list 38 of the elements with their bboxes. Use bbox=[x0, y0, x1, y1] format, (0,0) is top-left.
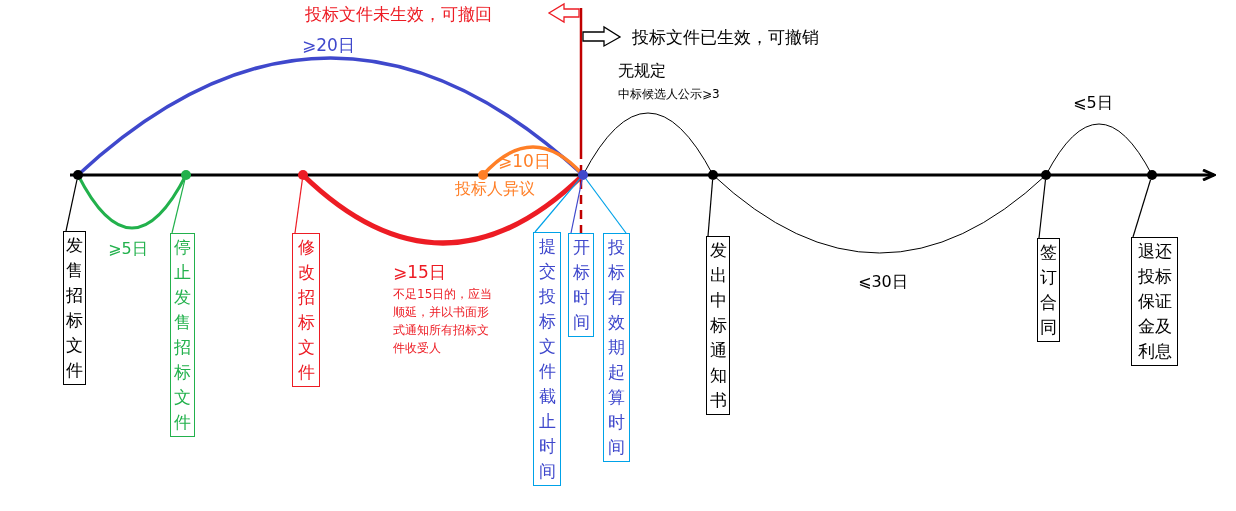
leader-line bbox=[534, 178, 581, 233]
timeline-label: ⩽5日 bbox=[1073, 93, 1113, 113]
event-box: 停止发售招标文件 bbox=[170, 233, 195, 437]
leader-line bbox=[171, 179, 186, 234]
event-box: 退还投标保证金及利息 bbox=[1131, 237, 1178, 366]
timeline-label: 中标候选人公示⩾3 bbox=[618, 86, 720, 103]
event-box: 签订合同 bbox=[1037, 238, 1060, 342]
leader-line bbox=[294, 179, 303, 234]
timeline-point bbox=[1147, 170, 1157, 180]
timeline-point bbox=[1041, 170, 1051, 180]
leader-line bbox=[585, 178, 627, 234]
timeline-label: ⩽30日 bbox=[858, 272, 908, 292]
timeline-point bbox=[578, 170, 588, 180]
timeline-label: ⩾15日 bbox=[393, 262, 446, 282]
timeline-label: 无规定 bbox=[618, 61, 666, 81]
timeline-label: ⩾5日 bbox=[108, 239, 148, 259]
event-box: 修改招标文件 bbox=[292, 233, 320, 387]
timeline-point bbox=[181, 170, 191, 180]
timeline-point bbox=[298, 170, 308, 180]
event-box: 投标有效期起算时间 bbox=[603, 233, 630, 462]
timeline-label: 投标文件已生效，可撤销 bbox=[632, 27, 819, 47]
timeline-point bbox=[478, 170, 488, 180]
event-box: 提交投标文件截止时间 bbox=[533, 232, 561, 486]
note-text: 不足15日的，应当顺延，并以书面形式通知所有招标文件收受人 bbox=[393, 286, 494, 357]
leader-line bbox=[65, 179, 78, 232]
timeline-label: 投标人异议 bbox=[455, 179, 535, 199]
leader-line bbox=[1038, 179, 1047, 239]
timeline-label: ⩾10日 bbox=[498, 151, 551, 171]
timeline-label: 投标文件未生效，可撤回 bbox=[305, 4, 492, 24]
timeline-point bbox=[708, 170, 718, 180]
timeline-label: ⩾20日 bbox=[302, 35, 355, 55]
timeline-point bbox=[73, 170, 83, 180]
leader-line bbox=[707, 179, 714, 237]
event-box: 发售招标文件 bbox=[63, 231, 86, 385]
event-box: 发出中标通知书 bbox=[706, 236, 730, 415]
event-box: 开标时间 bbox=[568, 233, 594, 337]
leader-line bbox=[570, 179, 583, 234]
leader-line bbox=[1132, 179, 1152, 238]
